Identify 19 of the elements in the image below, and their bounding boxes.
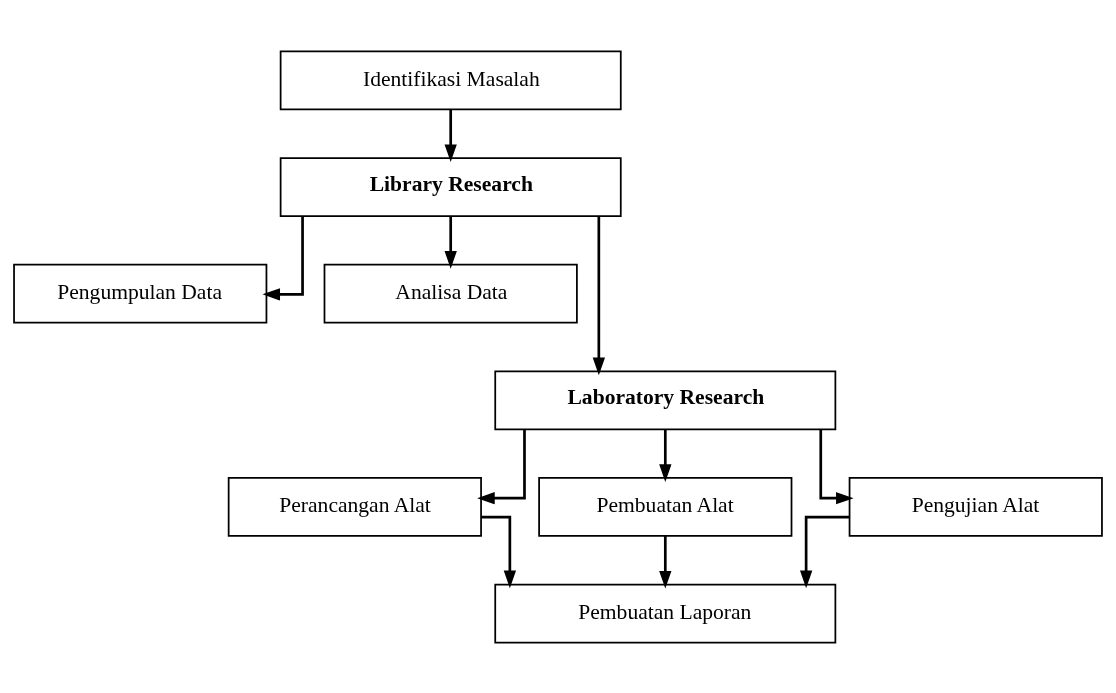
node-box: Perancangan Alat bbox=[227, 476, 482, 537]
node-box: Library Research bbox=[279, 156, 622, 217]
node-box: Analisa Data bbox=[323, 263, 578, 324]
node-box: Pembuatan Alat bbox=[538, 476, 793, 537]
node-box: Pengumpulan Data bbox=[13, 263, 268, 324]
node-box: Pembuatan Laporan bbox=[494, 583, 837, 643]
arrow bbox=[659, 535, 672, 589]
node-box: Identifikasi Masalah bbox=[279, 50, 622, 110]
arrow bbox=[481, 515, 516, 588]
arrow bbox=[659, 428, 672, 482]
arrow bbox=[799, 515, 850, 588]
arrow bbox=[262, 215, 304, 300]
arrow bbox=[477, 429, 526, 504]
node-box: Pengujian Alat bbox=[848, 476, 1103, 537]
arrow bbox=[444, 109, 457, 162]
arrow bbox=[819, 429, 854, 504]
arrow bbox=[592, 215, 605, 375]
node-box: Laboratory Research bbox=[494, 369, 837, 430]
arrow bbox=[444, 215, 457, 269]
